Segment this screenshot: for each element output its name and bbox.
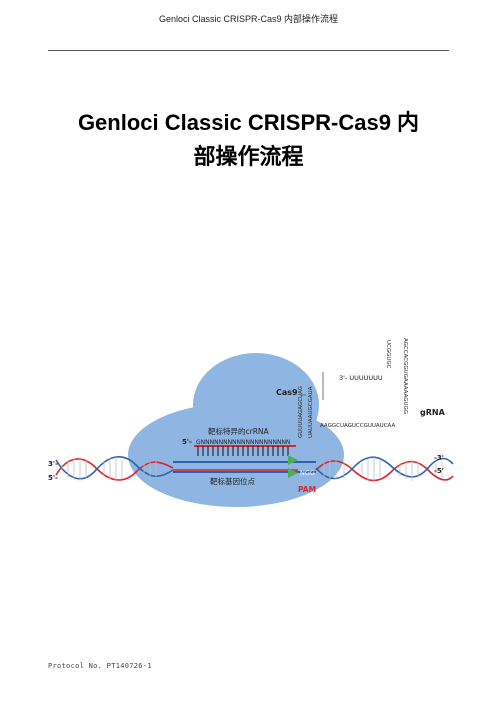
dna-left-end-bottom: 5'- [48,474,58,482]
cleavage-arrow-top [288,455,298,465]
crrna-label: 靶标特异的crRNA [208,426,270,436]
guide-sequence: GNNNNNNNNNNNNNNNNNNNN [196,439,290,446]
crrna-teeth [197,446,289,456]
grna-stem-a: GUUUUAGAGCUAG [298,386,304,438]
crrna-five-prime: 5'- [182,438,192,446]
crispr-cas9-diagram: Cas9 gRNA 靶标特异的crRNA 靶标基因位点 PAM NGG GNNN… [48,338,454,507]
grna-hairpin-right: AGCCACGGUGAAAAAGUGG [402,338,408,414]
grna-scaffold [300,372,324,400]
protocol-number: Protocol No. PT140726-1 [48,662,152,670]
document-title-line2: 部操作流程 [193,144,304,169]
grna-three-prime: 3'- UUUUUUU [339,374,383,382]
page-header: Genloci Classic CRISPR-Cas9 内部操作流程 [158,14,339,24]
pam-label: PAM [298,485,316,494]
dna-base-pairs [61,457,443,482]
dna-right-end-top: -3' [434,454,444,462]
grna-stem-b: UAUUAAUGCGAUA [308,386,314,438]
cas9-protein-bridge [208,412,318,468]
dna-left-end-top: 3'- [48,460,58,468]
target-site-label: 靶标基因位点 [210,476,255,486]
cas9-label: Cas9 [276,388,298,397]
dna-right-end-bottom: -5' [434,467,444,475]
grna-label: gRNA [420,408,446,417]
document-title-line1: Genloci Classic CRISPR-Cas9 内 [77,110,420,135]
cleavage-arrow-bottom [288,468,298,478]
header-divider [48,50,449,51]
grna-hairpin-left: UCGGUGC [385,340,391,369]
ngg-label: NGG [300,469,315,477]
grna-loop-sequence: AAGGCUAGUCCGUUAUCAA [320,423,395,429]
